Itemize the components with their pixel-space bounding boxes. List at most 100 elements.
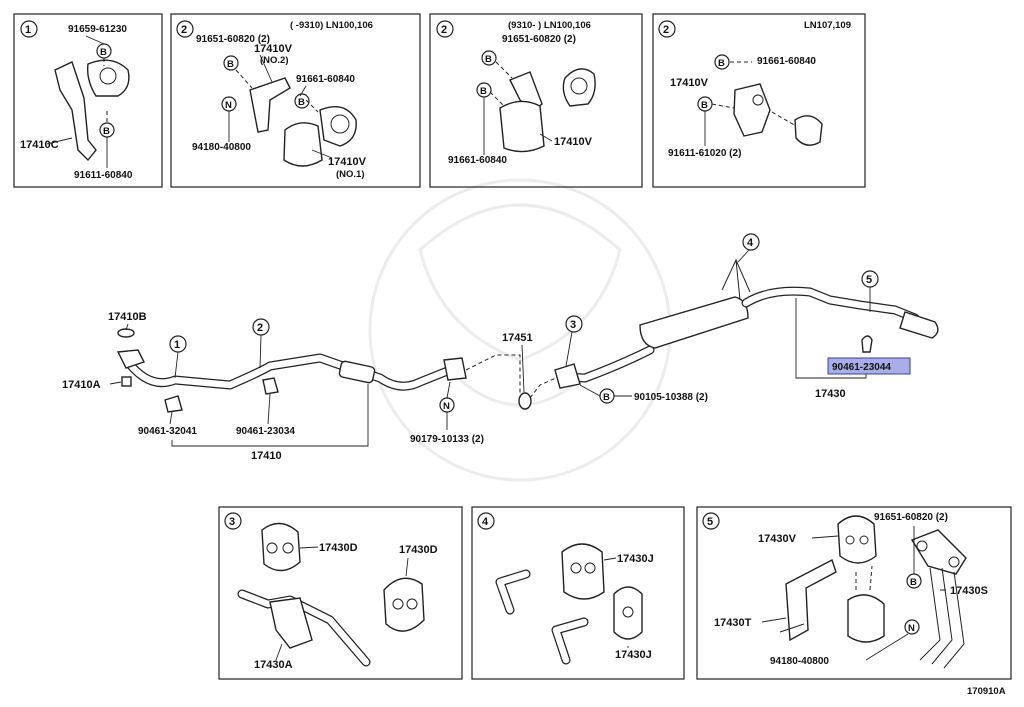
rubber-mount-17430d-icon — [383, 577, 425, 632]
rubber-mount-17430j-icon — [561, 543, 605, 600]
svg-text:17430T: 17430T — [714, 617, 752, 629]
svg-text:90461-32041: 90461-32041 — [138, 426, 197, 437]
front-pipe-17410-icon — [116, 349, 467, 391]
b-marker-icon: B — [223, 55, 239, 71]
gasket-17451-icon — [518, 392, 532, 410]
b-marker-icon: B — [906, 573, 922, 589]
svg-text:17410B: 17410B — [108, 311, 147, 323]
tail-pipe-17430-icon — [554, 258, 939, 389]
svg-text:B: B — [298, 97, 305, 108]
hanger-17410v-icon — [489, 61, 596, 153]
svg-text:90105-10388 (2): 90105-10388 (2) — [634, 392, 708, 403]
svg-text:91661-60840: 91661-60840 — [448, 155, 507, 166]
svg-text:91611-61020 (2): 91611-61020 (2) — [668, 148, 741, 159]
diagram-code: 170910A — [967, 686, 1006, 697]
svg-text:91651-60820 (2): 91651-60820 (2) — [874, 512, 948, 523]
svg-text:N: N — [443, 401, 450, 412]
panel-4: 4 17430J 17430J — [471, 506, 685, 680]
svg-text:2: 2 — [663, 24, 669, 36]
svg-text:(9310- ) LN100,106: (9310- ) LN100,106 — [508, 20, 591, 31]
svg-text:1: 1 — [25, 24, 31, 36]
panel-2c: 2 LN107,109 91661-60840 17410V 91611-610… — [652, 13, 866, 188]
hanger-17430s-icon — [910, 529, 967, 669]
svg-text:3: 3 — [570, 319, 576, 331]
svg-text:17410V: 17410V — [254, 43, 293, 55]
b-marker-icon: B — [476, 82, 492, 98]
bracket-17430t-icon — [779, 558, 837, 642]
svg-text:5: 5 — [866, 274, 872, 286]
svg-text:17410C: 17410C — [20, 139, 59, 151]
svg-text:94180-40800: 94180-40800 — [192, 142, 251, 153]
svg-text:91651-60820 (2): 91651-60820 (2) — [196, 34, 270, 45]
clamp-90461-32041-icon — [164, 395, 183, 413]
svg-text:17451: 17451 — [502, 332, 533, 344]
b-marker-icon: B — [697, 96, 713, 112]
b-marker-icon: B — [96, 43, 112, 59]
svg-text:91661-60840: 91661-60840 — [757, 56, 816, 67]
b-marker-icon: B — [714, 54, 730, 70]
svg-text:LN107,109: LN107,109 — [804, 20, 851, 31]
hanger-rod-icon — [495, 569, 589, 665]
svg-text:17410: 17410 — [251, 450, 282, 462]
callout-5: 5 — [861, 270, 879, 312]
svg-text:B: B — [603, 392, 610, 403]
rubber-mount-17430j-icon — [613, 586, 643, 640]
b-marker-icon: B — [599, 388, 615, 404]
svg-text:2: 2 — [441, 24, 447, 36]
svg-text:5: 5 — [707, 516, 713, 528]
hanger-94180-icon — [847, 565, 885, 643]
svg-text:17430J: 17430J — [617, 553, 654, 565]
clamp-90461-23034-icon — [262, 377, 279, 395]
exhaust-assembly: 1 2 3 4 5 17410B 17410A 90461-32041 — [62, 233, 939, 462]
svg-text:( -9310) LN100,106: ( -9310) LN100,106 — [290, 20, 373, 31]
rubber-mount-17430d-icon — [261, 522, 301, 572]
panel-5: 5 17430V 91651-60820 (2) 17430T 17430S 9… — [696, 506, 1012, 680]
svg-text:B: B — [100, 47, 107, 58]
n-marker-icon: N — [439, 397, 455, 413]
svg-text:17430: 17430 — [815, 388, 846, 400]
bracket-17430a-icon — [237, 589, 371, 667]
callout-3: 3 — [565, 315, 583, 367]
hanger-bracket-icon — [235, 69, 357, 167]
nut-17410a-icon — [121, 376, 132, 387]
svg-text:17430S: 17430S — [950, 585, 988, 597]
svg-text:91651-60820 (2): 91651-60820 (2) — [502, 34, 576, 45]
svg-text:17430J: 17430J — [615, 649, 652, 661]
svg-text:4: 4 — [747, 237, 754, 249]
svg-text:B: B — [718, 58, 725, 69]
svg-text:B: B — [701, 100, 708, 111]
svg-text:4: 4 — [482, 516, 489, 528]
panel-1: 1 91659-61230 17410C 91611-60840 B B — [13, 13, 163, 188]
svg-text:B: B — [910, 577, 917, 588]
svg-text:91659-61230: 91659-61230 — [68, 24, 127, 35]
svg-text:(NO.1): (NO.1) — [336, 169, 365, 180]
svg-text:B: B — [485, 54, 492, 65]
bracket-17410c-icon — [54, 58, 130, 162]
svg-text:91661-60840: 91661-60840 — [296, 74, 355, 85]
n-marker-icon: N — [904, 619, 920, 635]
b-marker-icon: B — [481, 50, 497, 66]
svg-text:B: B — [480, 86, 487, 97]
svg-text:90179-10133 (2): 90179-10133 (2) — [410, 434, 484, 445]
b-marker-icon: B — [99, 122, 115, 138]
svg-text:N: N — [225, 100, 232, 111]
svg-text:2: 2 — [257, 322, 263, 334]
svg-text:N: N — [908, 623, 915, 634]
svg-text:B: B — [103, 126, 110, 137]
panel-2b: 2 (9310- ) LN100,106 91651-60820 (2) 174… — [429, 13, 643, 188]
callout-2: 2 — [252, 318, 270, 369]
svg-text:17410V: 17410V — [554, 136, 593, 148]
svg-text:17410A: 17410A — [62, 379, 101, 391]
panel-3: 3 17430D 17430D 17430A — [218, 506, 463, 680]
svg-text:90461-23034: 90461-23034 — [236, 426, 295, 437]
svg-text:1: 1 — [174, 339, 180, 351]
svg-text:(NO.2): (NO.2) — [260, 55, 289, 66]
svg-text:2: 2 — [181, 24, 187, 36]
highlighted-part-label: 90461-23044 — [827, 357, 911, 375]
rubber-mount-17430v-icon — [837, 515, 877, 564]
n-marker-icon: N — [221, 96, 237, 112]
svg-text:91611-60840: 91611-60840 — [74, 170, 133, 181]
svg-text:17430V: 17430V — [758, 533, 797, 545]
